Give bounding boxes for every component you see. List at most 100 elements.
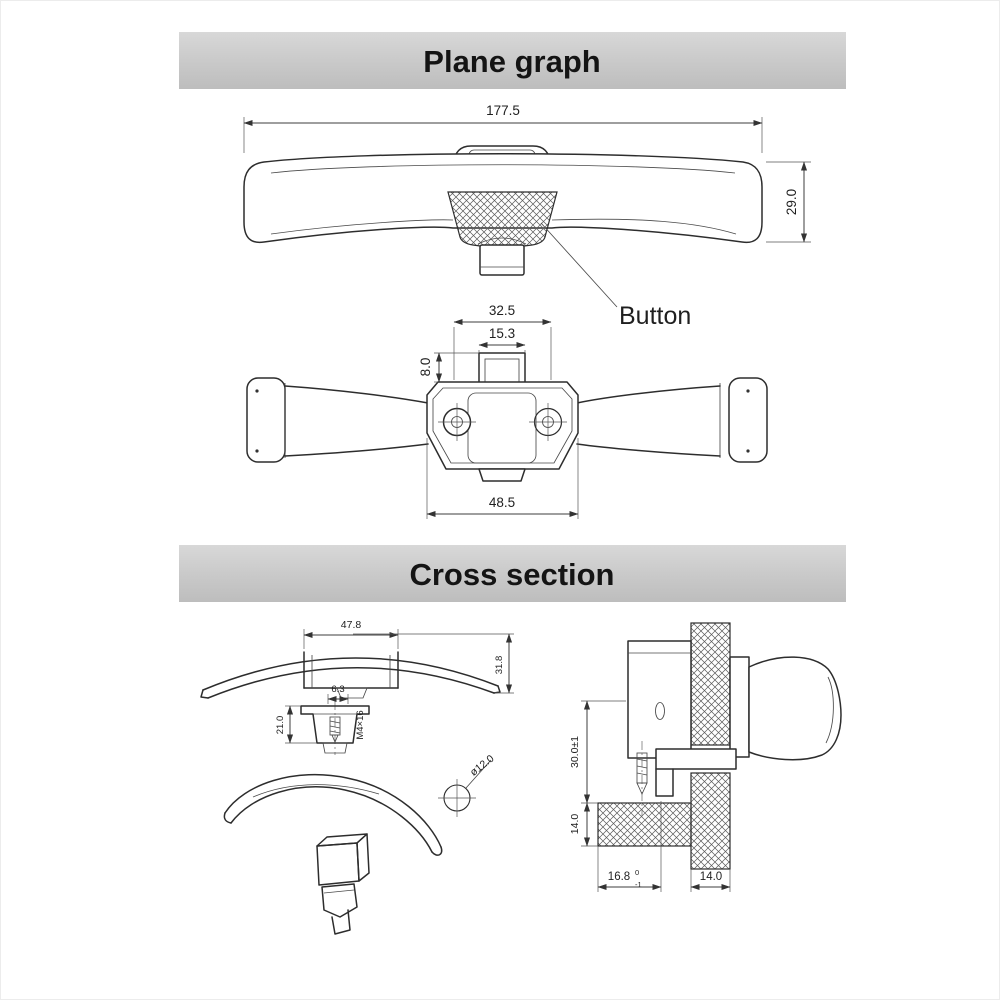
dim-button-width: 32.5 xyxy=(453,303,552,380)
iso-base-front xyxy=(316,842,360,886)
dim-total-width-label: 177.5 xyxy=(486,103,520,118)
latch-tongue-detail xyxy=(322,742,348,754)
dim-total-height: 29.0 xyxy=(766,161,811,243)
handle-arc-end-right xyxy=(493,685,501,694)
button-callout: Button xyxy=(540,222,691,330)
dim-latch-height-label: 21.0 xyxy=(275,716,286,735)
dim-cutout-width: 16.8 0 -1 xyxy=(597,801,662,892)
hole-leader xyxy=(465,759,492,789)
dim-cutout-tol-upper: 0 xyxy=(635,868,639,877)
iso-latch-line xyxy=(323,889,355,894)
side-elevation: 47.8 31.8 xyxy=(200,619,514,699)
cap-mark xyxy=(746,389,750,393)
dim-total-height-label: 29.0 xyxy=(784,189,799,215)
mounting-plate-inner xyxy=(432,387,573,464)
latch-tongue xyxy=(479,244,525,276)
handle-inner-bottom-left xyxy=(270,219,454,235)
dim-boss-width-label: 47.8 xyxy=(341,619,362,631)
hole-callout: ø12.0 xyxy=(438,753,497,817)
dim-cutout-width-label: 16.8 xyxy=(608,871,630,883)
grip-body xyxy=(748,656,842,761)
handle-base-section xyxy=(627,640,692,759)
screw-thread xyxy=(636,758,648,762)
screw-thread xyxy=(636,765,648,769)
dim-plate-width: 48.5 xyxy=(426,438,579,519)
screw-thread xyxy=(329,725,341,729)
dim-stem-height-label: 8.0 xyxy=(418,358,433,377)
boss-tab xyxy=(336,687,368,699)
grip-inner-line xyxy=(825,676,834,744)
handle-end-cap-left xyxy=(246,377,286,463)
screw-tip xyxy=(331,734,339,744)
dim-profile-height-label: 31.8 xyxy=(494,656,505,675)
arm-right-top xyxy=(576,385,721,404)
mounting-plate xyxy=(426,381,579,470)
isometric-view xyxy=(223,774,443,935)
cap-mark xyxy=(746,449,750,453)
iso-grip-tip xyxy=(223,812,232,824)
dim-neck-width-label: 6.3 xyxy=(331,684,344,695)
cap-mark xyxy=(255,449,259,453)
installation-section: 30.0±1 14.0 16.8 0 -1 14. xyxy=(569,622,842,892)
handle-arc-end-left xyxy=(200,689,209,699)
handle-inner-bottom-right xyxy=(551,218,737,235)
cross-header-bar xyxy=(179,545,846,602)
section-header-cross: Cross section xyxy=(179,545,846,602)
dim-mount-height-label: 30.0±1 xyxy=(569,736,581,768)
plan-view-top: 177.5 29.0 Button xyxy=(243,103,811,330)
dim-button-width-label: 32.5 xyxy=(489,303,515,318)
dim-stem-width-label: 15.3 xyxy=(489,326,515,341)
cap-mark xyxy=(255,389,259,393)
door-panel-upper xyxy=(690,622,731,746)
dim-boss-width: 47.8 xyxy=(303,619,399,649)
latch-tongue-section xyxy=(655,748,737,770)
dim-neck-width: 6.3 xyxy=(327,684,349,704)
dim-stem-height: 8.0 xyxy=(418,352,479,383)
cross-section-section: Cross section 47.8 xyxy=(179,545,846,935)
dim-hole-diameter-label: ø12.0 xyxy=(468,753,497,779)
dim-plate-width-label: 48.5 xyxy=(489,495,515,510)
dim-panel-thickness-label: 14.0 xyxy=(700,871,722,883)
plane-header-bar xyxy=(179,32,846,89)
screw-thread xyxy=(329,730,341,734)
handle-end-cap-right xyxy=(728,377,768,463)
screw-thread xyxy=(636,772,648,776)
dim-profile-height: 31.8 xyxy=(353,633,514,694)
button-callout-label: Button xyxy=(619,302,691,330)
door-panel-lower xyxy=(690,772,731,870)
arm-left-bottom xyxy=(284,443,429,457)
plan-view-front: 32.5 15.3 8.0 48.5 xyxy=(246,303,768,519)
iso-grip-top xyxy=(224,774,442,848)
dim-stem-width: 15.3 xyxy=(478,326,526,353)
section-header-plane: Plane graph xyxy=(179,32,846,89)
handle-inner-top-line xyxy=(270,164,736,174)
button-stem xyxy=(478,352,526,384)
frame-strip xyxy=(597,802,692,847)
screw-spec-label: M4×16 xyxy=(355,710,366,739)
dim-frame-height-label: 14.0 xyxy=(569,814,581,835)
latch-housing xyxy=(300,705,370,744)
iso-grip-highlight xyxy=(252,784,380,798)
dim-cutout-tol-lower: -1 xyxy=(635,880,642,889)
iso-latch xyxy=(321,883,358,918)
screw-right xyxy=(529,403,567,441)
handle-arc-bottom xyxy=(207,667,495,699)
arm-left-top xyxy=(284,385,429,404)
base-hole xyxy=(655,702,665,720)
screw-tip-section xyxy=(636,782,648,796)
screw-thread xyxy=(329,720,341,724)
plate-bottom-tab xyxy=(478,468,526,482)
iso-base-side xyxy=(356,833,370,882)
button-arc-detail xyxy=(477,237,527,245)
screw-left xyxy=(438,403,476,441)
dim-total-width: 177.5 xyxy=(243,103,763,153)
dim-panel-thickness: 14.0 xyxy=(690,869,731,892)
plane-section-title: Plane graph xyxy=(423,44,600,79)
dim-mount-height: 30.0±1 xyxy=(569,700,626,804)
dim-latch-height: 21.0 xyxy=(275,705,317,744)
grip-neck xyxy=(729,656,750,758)
cross-section-title: Cross section xyxy=(409,557,614,592)
handle-arc-top xyxy=(202,657,499,691)
